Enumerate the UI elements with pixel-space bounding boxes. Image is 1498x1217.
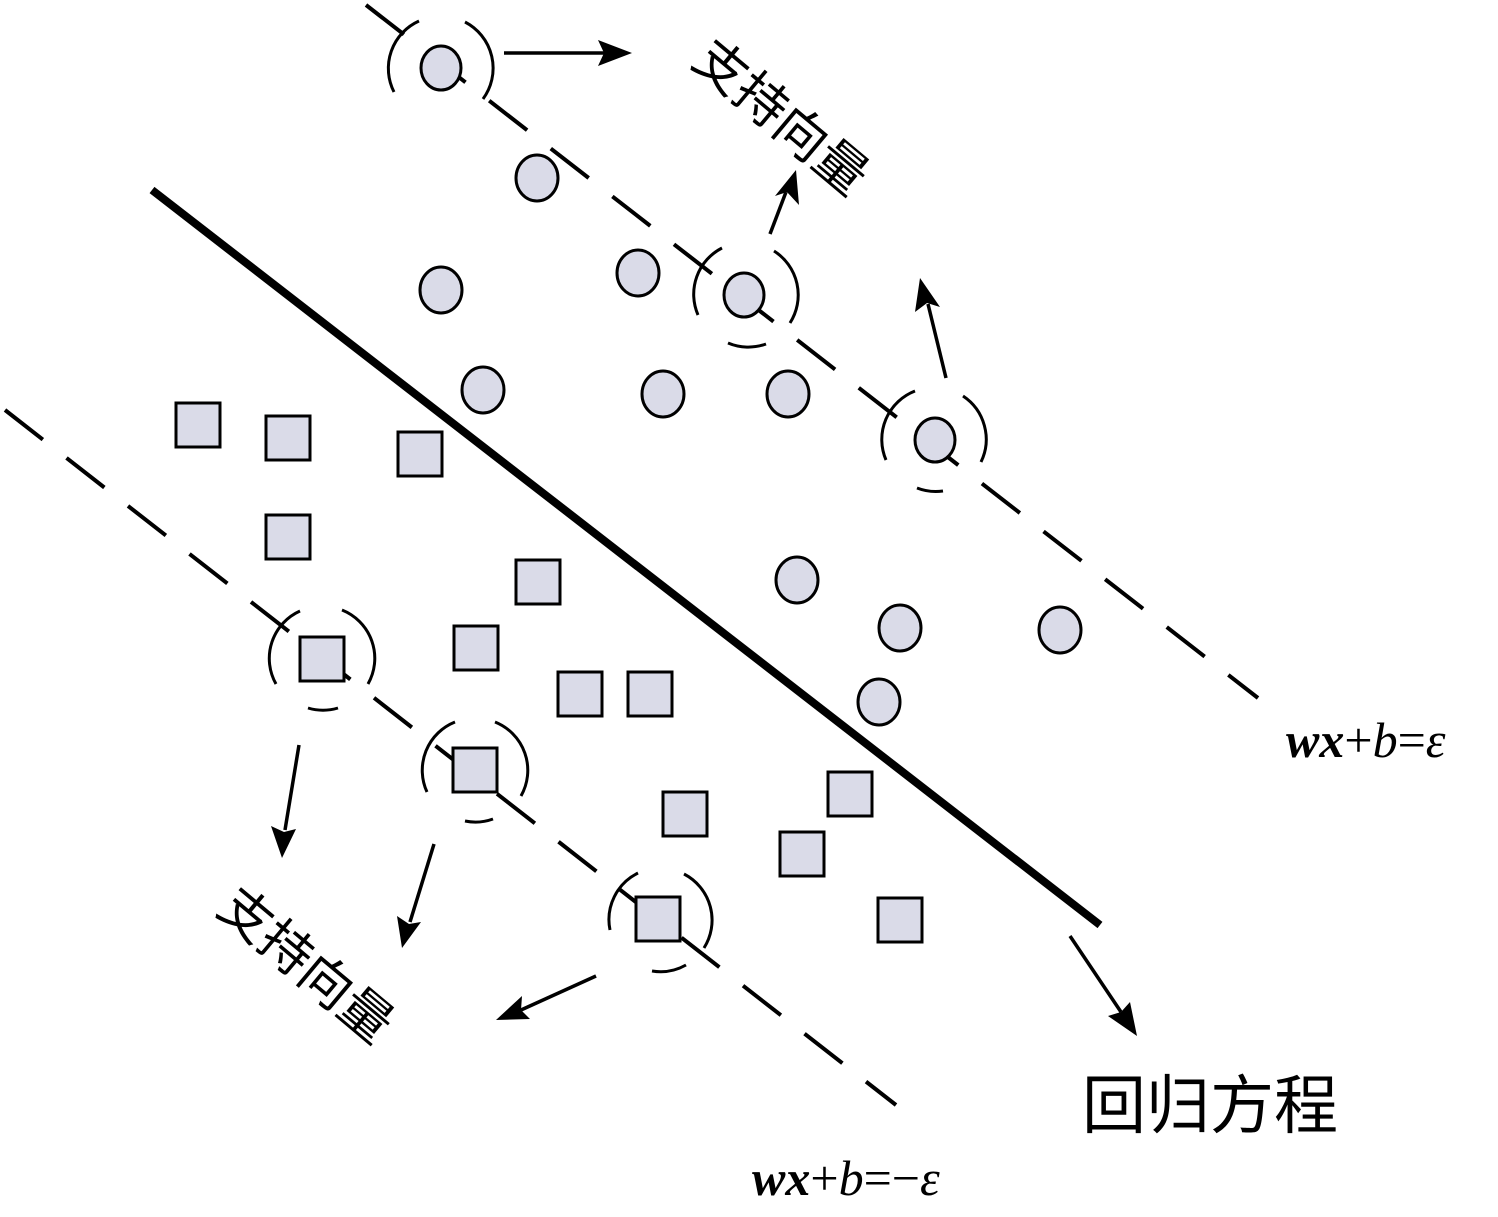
regression-line [149,186,1103,929]
support-vector-label-bottom: 支持向量 [207,876,405,1056]
eq-epsilon: ε [920,1150,940,1206]
support-vector-label-top: 支持向量 [682,28,880,208]
arrow [271,744,301,858]
circle-point [774,555,820,605]
circle-point [640,369,686,419]
square-point [556,670,604,718]
square-point [778,830,826,878]
circle-point [856,677,902,727]
upper-margin-line [364,3,1260,700]
arrows [271,40,1137,1036]
square-point [396,430,444,478]
upper-margin-equation: wx+b=ε [1286,712,1446,768]
eq-equals: =− [864,1150,920,1206]
support-vector-ring [267,608,377,712]
square-point [264,414,312,462]
square-point [626,670,674,718]
support-vector-ring [692,246,800,349]
circle-points [418,44,1083,727]
support-vector-ring [386,19,495,100]
arrow [915,278,948,379]
square-point [876,896,924,944]
square-point [298,635,346,683]
square-point [452,624,500,672]
lower-margin-equation: wx+b=−ε [752,1150,940,1206]
arrow [1068,935,1137,1036]
square-point [826,770,874,818]
circle-point [765,369,811,419]
eq-b: b [839,1150,864,1206]
arrow [768,170,799,235]
square-point [264,513,312,561]
square-point [174,401,222,449]
arrow [504,40,632,66]
circle-point [615,248,661,298]
circle-point [913,416,957,464]
square-point [451,746,499,794]
eq-plus: + [810,1150,838,1206]
eq-equals: = [1398,712,1426,768]
eq-b: b [1373,712,1398,768]
support-vector-rings [267,19,988,974]
square-point [661,790,709,838]
arrow [496,974,597,1020]
eq-wx: wx [1286,712,1344,768]
lower-margin-line [3,408,898,1107]
eq-wx: wx [752,1150,810,1206]
square-point [634,895,682,943]
arrow [397,843,436,948]
square-points [174,401,924,944]
eq-epsilon: ε [1426,712,1446,768]
square-point [514,558,562,606]
circle-point [722,271,766,319]
circle-point [1037,605,1083,655]
eq-plus: + [1344,712,1372,768]
support-vector-ring [880,389,988,493]
support-vector-ring [420,720,530,824]
support-vector-ring [607,871,714,974]
circle-point [460,365,506,415]
regression-equation-label: 回归方程 [1082,1070,1338,1144]
circle-point [514,153,560,203]
circle-point [877,603,923,653]
circle-point [418,265,464,315]
circle-point [419,44,463,92]
